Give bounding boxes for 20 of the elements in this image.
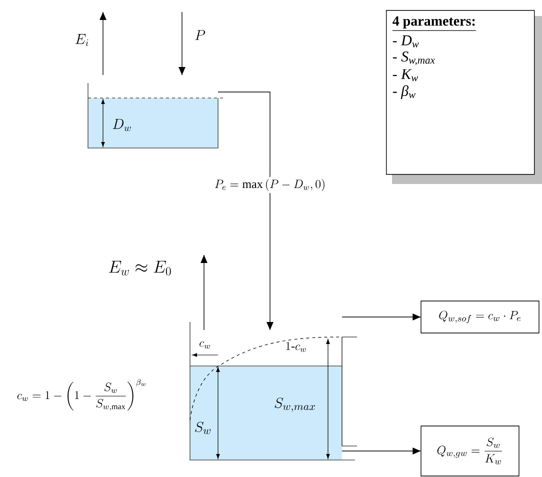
arrow (178, 12, 186, 76)
formula-box: $Q_{w,sof} = c_w \cdot P_e$ (420, 300, 540, 334)
coefficient-label: $c_w$ (200, 341, 210, 349)
arrow (200, 254, 208, 330)
arrow (342, 314, 421, 320)
dimension-label: $S_w$ (195, 422, 211, 434)
arrow (100, 12, 106, 76)
arrow (342, 448, 421, 454)
formula-box: $Q_{w,gw} = \frac{S_w}{K_w}$ (420, 426, 520, 476)
formula: $c_w = 1 - \left(1 - \frac{S_w}{S_{w,\max}}\right)^{\beta_w}$ (17, 379, 146, 411)
flux-label: $E_w \approx E_0$ (108, 260, 171, 276)
flux-label: $E_i$ (75, 34, 88, 46)
reservoir-drawing (190, 322, 358, 460)
parameter-box: 4 parameters: - D$_{w}$ - S$_{w,max}$ - K$_{w}$ - β$_{w}$ (386, 10, 542, 184)
coefficient-label: $1\text{-}c_w$ (286, 342, 306, 352)
arrow (218, 92, 274, 330)
flux-label: $P$ (195, 30, 206, 40)
dimension-label: $S_{w,max}$ (274, 398, 315, 412)
dimension-label: $D_w$ (112, 119, 131, 132)
edge-label: $P_e = \max\left(P - D_w, 0\right)$ (212, 177, 328, 193)
